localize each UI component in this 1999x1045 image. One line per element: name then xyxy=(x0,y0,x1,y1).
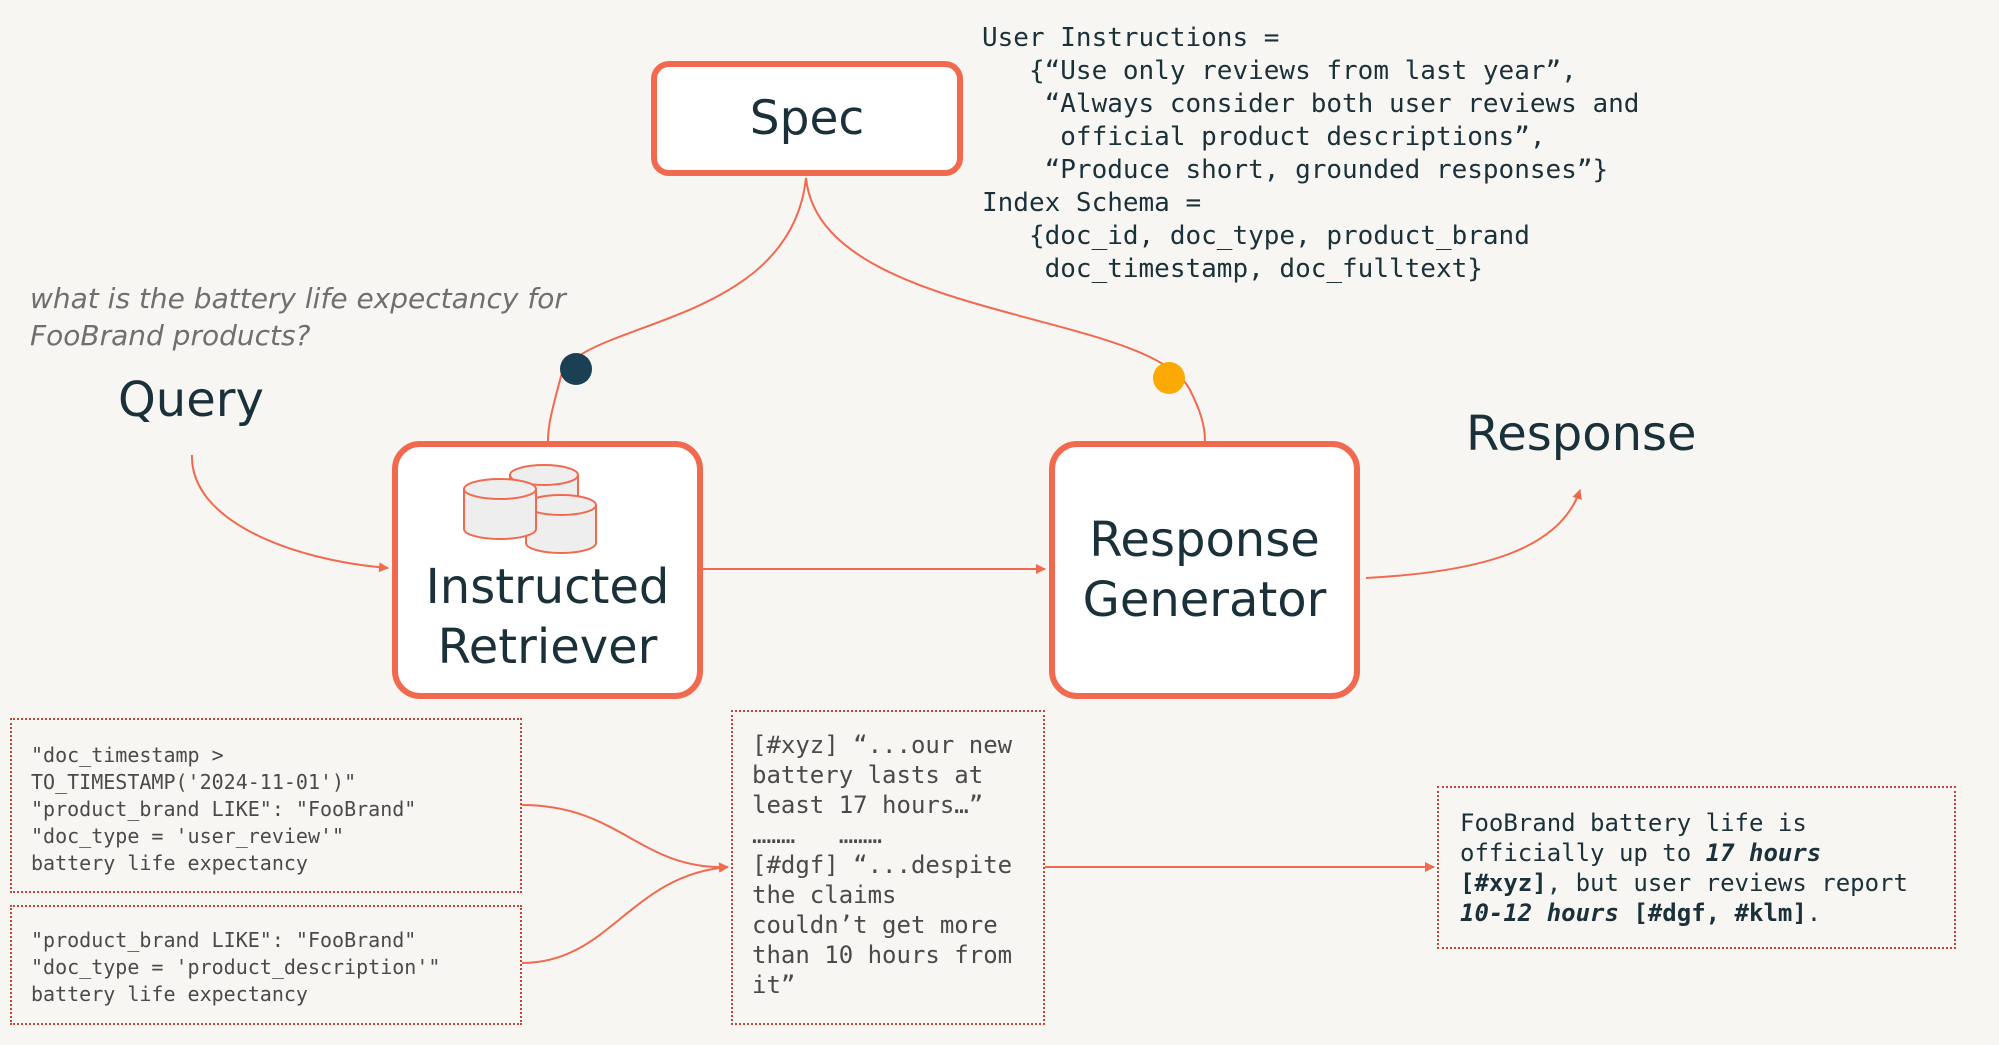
answer-line-3: [#xyz], but user reviews report xyxy=(1460,869,1908,897)
answer-box: FooBrand battery life is officially up t… xyxy=(1437,786,1956,949)
filter-b-to-retrieved-arrow xyxy=(521,862,729,964)
response-generator-node[interactable]: Response Generator xyxy=(1049,441,1360,699)
filter-query-user-reviews: "doc_timestamp > TO_TIMESTAMP('2024-11-0… xyxy=(10,718,522,893)
filter-query-product-descriptions: "product_brand LIKE": "FooBrand" "doc_ty… xyxy=(10,905,522,1025)
spec-to-generator-connector xyxy=(805,177,1206,442)
answer-line-2: officially up to 17 hours xyxy=(1460,839,1822,867)
generator-dot xyxy=(1153,362,1185,394)
instructed-retriever-node[interactable]: Instructed Retriever xyxy=(392,441,703,699)
generator-label: Response Generator xyxy=(1082,512,1327,628)
query-text: what is the battery life expectancy for … xyxy=(30,282,566,352)
response-label: Response xyxy=(1466,406,1697,462)
spec-instructions-text: User Instructions = {“Use only reviews f… xyxy=(982,23,1640,284)
database-cylinders-icon xyxy=(463,464,597,554)
retriever-dot xyxy=(560,353,592,385)
spec-node[interactable]: Spec xyxy=(651,61,963,176)
retrieved-documents-box: [#xyz] “...our new battery lasts at leas… xyxy=(731,710,1045,1025)
filter-a-to-retrieved-arrow xyxy=(521,804,729,873)
query-to-retriever-arrow xyxy=(190,454,389,573)
retriever-label: Instructed Retriever xyxy=(425,559,670,675)
spec-label: Spec xyxy=(749,91,865,146)
answer-line-4: 10-12 hours [#dgf, #klm]. xyxy=(1460,899,1822,927)
spec-to-retriever-connector xyxy=(547,177,807,442)
generator-to-response-arrow xyxy=(1365,489,1582,579)
query-label: Query xyxy=(118,372,264,428)
answer-line-1: FooBrand battery life is xyxy=(1460,809,1807,837)
